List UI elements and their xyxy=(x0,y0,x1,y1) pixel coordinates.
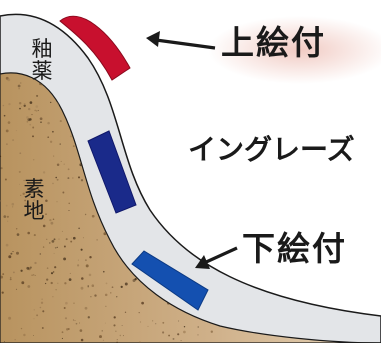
body-layer-label-char: 地 xyxy=(23,199,45,224)
body-layer-label-char: 素 xyxy=(23,177,45,201)
clay-body-layer xyxy=(0,72,381,343)
body-layer-label: 素 地 xyxy=(22,178,46,222)
overglaze-mark xyxy=(59,15,131,81)
underglaze-label: 下絵付 xyxy=(242,229,347,268)
inglaze-mark xyxy=(87,130,137,214)
inglaze-label: イングレーズ xyxy=(188,133,355,166)
underglaze-arrow xyxy=(195,246,238,269)
glaze-layer-label-char: 釉 xyxy=(31,37,53,61)
overglaze-arrow xyxy=(146,31,216,50)
label-highlight xyxy=(208,16,381,84)
overglaze-label: 上絵付 xyxy=(221,23,326,62)
glaze-layer-label-char: 薬 xyxy=(31,59,53,84)
glaze-layer-label: 釉 薬 xyxy=(30,38,54,82)
underglaze-mark xyxy=(131,250,209,311)
